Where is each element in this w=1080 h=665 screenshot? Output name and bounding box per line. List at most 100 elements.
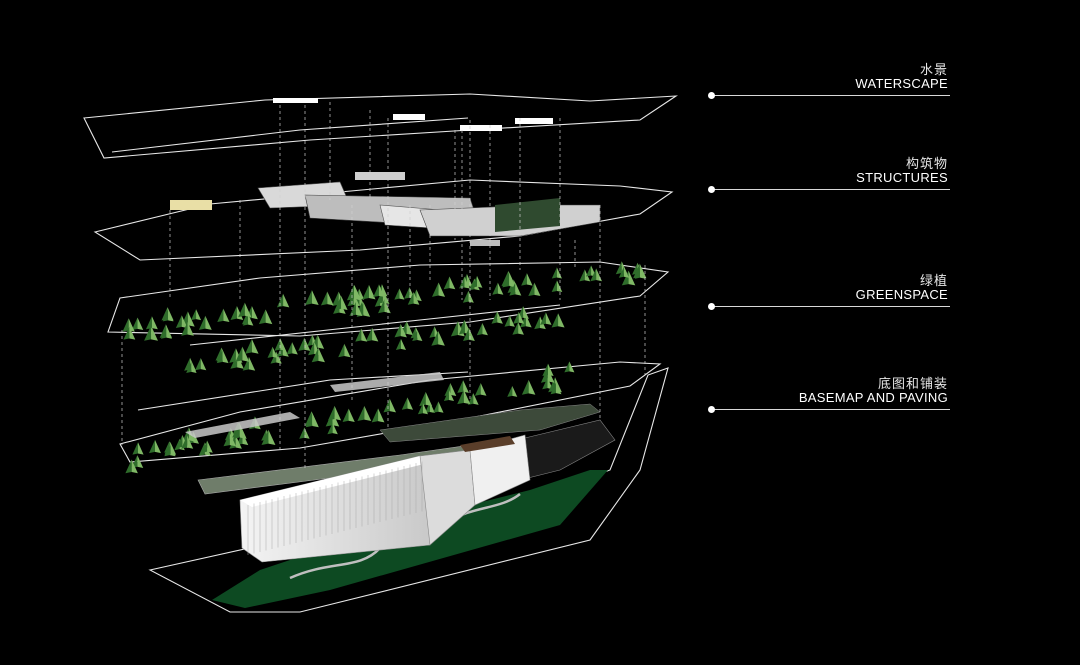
tree-icon (564, 361, 575, 373)
tree-icon (276, 293, 290, 308)
tree-icon (373, 284, 385, 297)
legend-waterscape-dot-icon (708, 92, 715, 99)
legend-waterscape: 水景 WATERSCAPE (708, 59, 950, 107)
tree-icon (286, 342, 298, 355)
tree-icon (474, 383, 487, 396)
tree-icon (338, 343, 351, 358)
tree-icon (502, 272, 517, 288)
tree-icon (450, 321, 465, 337)
tree-icon (131, 317, 144, 331)
legend-greenspace-dot-icon (708, 303, 715, 310)
tree-icon (467, 392, 479, 405)
tree-icon (371, 408, 385, 423)
legend-basemap-cn: 底图和铺装 (877, 377, 948, 392)
tree-icon (457, 380, 469, 393)
water-features (273, 98, 553, 131)
tree-icon (258, 309, 273, 325)
tree-icon (462, 290, 474, 303)
basemap-layer (148, 367, 669, 613)
tree-icon (621, 270, 636, 286)
tree-icon (419, 391, 433, 407)
waterscape-layer (83, 93, 678, 159)
tree-icon (298, 337, 311, 351)
tree-icon (521, 273, 533, 286)
legend-greenspace-cn: 绿植 (919, 274, 948, 289)
tree-icon (165, 444, 176, 456)
tree-icon (362, 284, 376, 300)
tree-icon (394, 288, 405, 300)
tree-icon (145, 316, 158, 330)
tree-icon (299, 427, 310, 439)
tree-icon (125, 459, 138, 474)
tree-icon (412, 329, 423, 342)
tree-icon (433, 401, 444, 413)
tree-icon (540, 312, 552, 325)
legend-structures-dot-icon (708, 186, 715, 193)
tree-icon (355, 328, 368, 342)
tree-icon (457, 389, 471, 405)
tree-icon (528, 282, 541, 297)
tree-icon (431, 330, 445, 346)
tree-icon (320, 291, 334, 306)
greenspace-layer (107, 261, 670, 474)
tree-icon (463, 327, 475, 341)
tree-icon (216, 350, 229, 364)
tree-icon (634, 267, 646, 279)
waterscape-outline (83, 93, 678, 159)
tree-icon (429, 326, 440, 338)
tree-icon (492, 282, 504, 295)
tree-icon (349, 301, 363, 317)
tree-icon (181, 435, 194, 449)
tree-icon (181, 321, 194, 336)
tree-icon (432, 282, 446, 297)
legend-basemap-dot-icon (708, 406, 715, 413)
tree-icon (504, 315, 515, 327)
legend-structures: 构筑物 STRUCTURES (708, 153, 950, 201)
tree-icon (305, 412, 319, 428)
tree-icon (509, 282, 522, 296)
tree-icon (551, 313, 565, 328)
tree-icon (357, 405, 372, 422)
tree-icon (186, 361, 197, 373)
tree-icon (443, 389, 455, 402)
tree-icon (334, 295, 348, 311)
legend-waterscape-en: WATERSCAPE (855, 76, 948, 91)
tree-icon (517, 306, 529, 319)
waterscape-inner-outline (111, 117, 469, 153)
tree-icon (342, 408, 355, 422)
tree-icon (327, 422, 338, 435)
tree-icon (521, 379, 536, 395)
tree-icon (132, 442, 144, 455)
greenspace-upper-outline (107, 261, 670, 337)
tree-icon (198, 315, 212, 330)
tree-icon (586, 265, 597, 277)
tree-icon (245, 338, 259, 354)
tree-icon (383, 398, 396, 413)
tree-icon (417, 403, 428, 415)
tree-icon (123, 326, 136, 340)
tree-icon (542, 363, 554, 377)
tree-icon (261, 429, 276, 446)
tree-icon (550, 382, 562, 395)
tree-icon (175, 315, 188, 329)
legend-greenspace: 绿植 GREENSPACE (708, 270, 950, 318)
legend-basemap-en: BASEMAP AND PAVING (798, 390, 948, 405)
tree-icon (395, 338, 406, 350)
structure-blocks (170, 172, 601, 246)
trees (122, 261, 647, 474)
tree-icon (491, 311, 503, 324)
tree-icon (144, 325, 158, 341)
tree-icon (148, 439, 161, 454)
tree-icon (201, 440, 213, 453)
tree-icon (471, 275, 483, 288)
structures-layer (93, 172, 674, 261)
tree-icon (267, 346, 278, 358)
tree-icon (590, 268, 602, 282)
tree-icon (217, 308, 230, 323)
legend-greenspace-line (712, 306, 950, 307)
legend-structures-en: STRUCTURES (856, 170, 948, 185)
tree-icon (394, 323, 407, 338)
legend-waterscape-line (712, 95, 950, 96)
tree-icon (551, 280, 563, 293)
